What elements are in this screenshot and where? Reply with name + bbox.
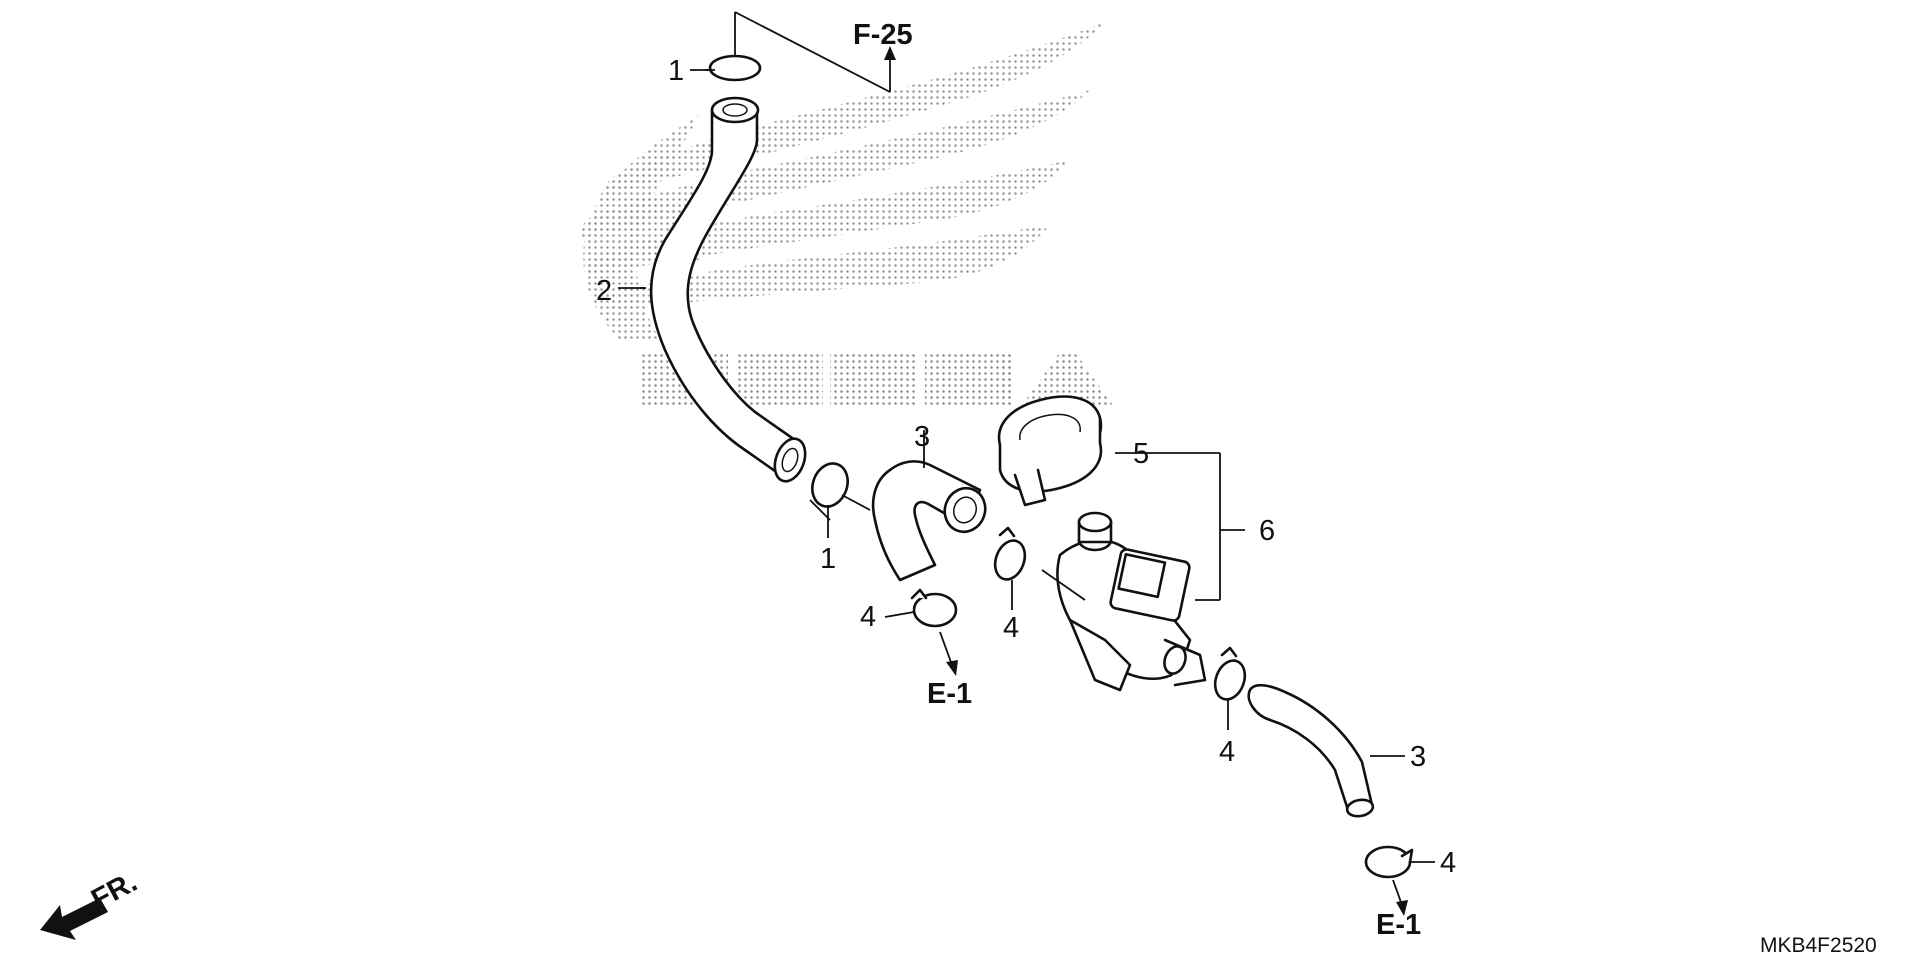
callout-4-right: 4 xyxy=(1219,736,1235,768)
drawing-code: MKB4F2520 xyxy=(1760,934,1877,957)
callout-4-bottom: 4 xyxy=(1440,847,1456,879)
clip-left xyxy=(884,588,958,676)
callout-5: 5 xyxy=(1133,438,1149,470)
ref-f25[interactable]: F-25 xyxy=(853,19,913,51)
callout-6: 6 xyxy=(1259,515,1275,547)
callout-2: 2 xyxy=(596,275,612,307)
clamp-middle xyxy=(809,462,871,538)
callout-3-lower: 3 xyxy=(1410,741,1426,773)
callout-4-center: 4 xyxy=(1003,612,1019,644)
hose-lower xyxy=(1247,683,1405,818)
hose-elbow xyxy=(871,430,987,582)
rubber-mount xyxy=(997,395,1103,507)
clip-right xyxy=(1213,646,1247,730)
front-arrow-icon xyxy=(40,898,108,940)
f25-leader xyxy=(734,11,896,93)
callout-3-upper: 3 xyxy=(914,421,930,453)
callout-1-top: 1 xyxy=(668,55,684,87)
leader-lines xyxy=(618,287,1245,601)
clip-bottom xyxy=(1364,845,1435,916)
air-injection-valve xyxy=(1041,511,1207,692)
ref-e1-left[interactable]: E-1 xyxy=(927,678,972,710)
hose-long xyxy=(649,96,807,483)
clamp-top xyxy=(690,54,762,82)
clip-center xyxy=(993,526,1027,610)
honda-lettering-watermark xyxy=(640,352,1115,408)
callout-4-left: 4 xyxy=(860,601,876,633)
callout-1-middle: 1 xyxy=(820,543,836,575)
ref-e1-bottom[interactable]: E-1 xyxy=(1376,909,1421,941)
